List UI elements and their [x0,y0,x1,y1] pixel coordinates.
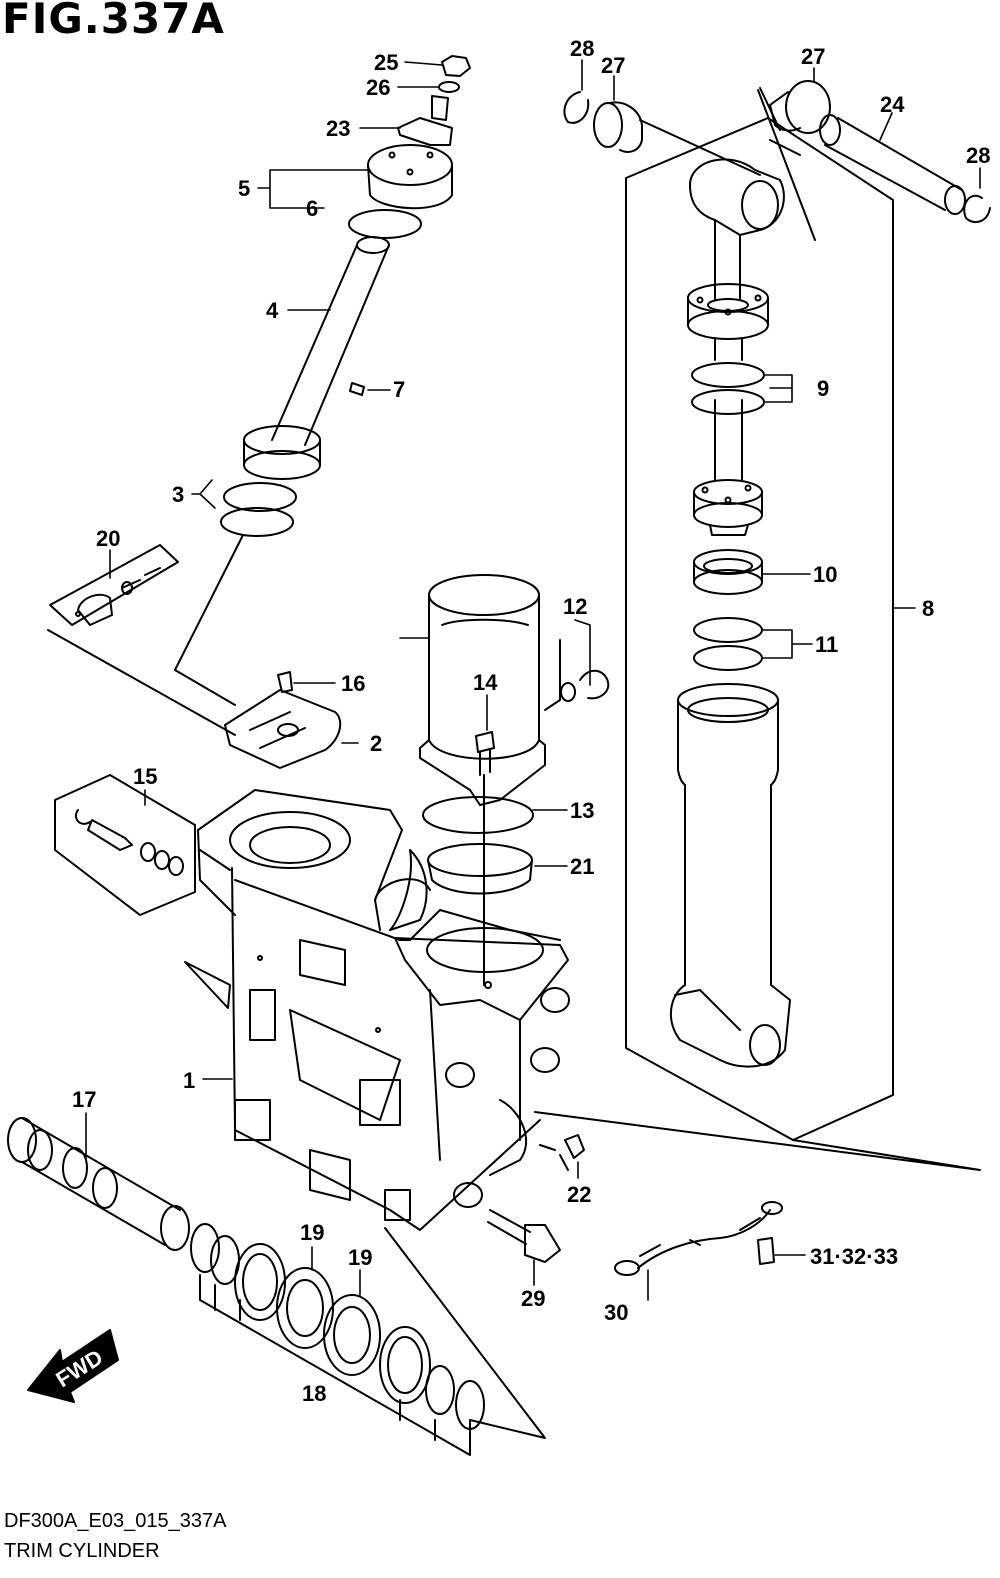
callout-5: 5 [238,176,250,201]
guide-line-20 [47,629,236,736]
guide-lines-top [639,87,816,241]
callout-4: 4 [266,298,279,323]
callout-3: 3 [172,482,184,507]
valve-20 [49,544,179,626]
o-ring-6 [348,209,422,239]
cylinder-tube-4 [271,236,390,446]
o-ring-13 [422,796,534,834]
callout-9: 9 [817,376,829,401]
guide-line-12 [544,639,561,711]
seal-10 [693,549,763,595]
piston-ring-set [243,425,321,480]
leader-lines [85,59,981,1301]
callout-24: 24 [880,92,905,117]
callout-21: 21 [570,854,594,879]
figure-title: FIG.337A [2,0,225,43]
callout-28b: 28 [966,143,990,168]
callout-31-32-33: 30 [604,1300,628,1325]
leader-lines-18 [214,1284,436,1441]
callout-8: 8 [922,596,934,621]
callout-16: 16 [341,671,365,696]
callout-6: 6 [306,196,318,221]
callout-13: 13 [570,798,594,823]
washer-26 [438,81,460,93]
ground-wire-31 [614,1201,783,1276]
callout-23: 23 [326,116,350,141]
callout-26: 26 [366,75,390,100]
bushings-18 [190,1223,485,1430]
cap-nut-25 [441,55,471,77]
callout-22: 22 [567,1182,591,1207]
callout-12: 12 [563,594,587,619]
plug-12 [560,669,610,702]
guide-line-3 [174,534,244,706]
assembly-8-boundary [625,117,894,1141]
o-rings-11 [693,617,763,671]
reservoir-30 [419,574,546,806]
callout-1: 1 [183,1068,195,1093]
callout-20: 20 [96,526,120,551]
guide-triangle-left [184,961,231,1009]
callout-27a: 27 [601,53,625,78]
guide-triangle-right [534,1111,981,1171]
bolt-22 [559,1134,585,1171]
bushing-27-left [593,101,643,153]
housing-1 [197,789,570,1231]
o-rings-3 [220,482,297,537]
callout-11: 11 [815,632,838,657]
valve-15 [54,774,196,916]
figure-subtitle: TRIM CYLINDER [4,1540,160,1562]
cylinder-body [669,683,791,1068]
seal-21 [427,843,533,895]
callout-25: 25 [374,50,398,75]
callout-34-35-36: 31·32·33 [810,1244,898,1269]
callout-17: 17 [72,1087,96,1112]
pin-7 [349,382,365,396]
callout-27b: 27 [801,44,825,69]
callout-19b: 19 [348,1245,372,1270]
callout-10: 10 [813,562,837,587]
callout-19a: 19 [300,1220,324,1245]
plate-23 [397,95,453,146]
cylinder-cap-5 [367,144,453,210]
circlip-28-left [563,91,590,124]
bolt-14 [475,731,495,776]
screw-16 [277,671,293,693]
washers-19 [276,1267,381,1376]
bushing-27-right [769,80,831,134]
shaft-17 [7,1117,190,1251]
callout-14: 14 [473,670,498,695]
callout-28a: 28 [570,36,594,61]
callout-15: 15 [133,764,157,789]
callout-7: 7 [393,377,405,402]
drawing-code: DF300A_E03_015_337A [4,1510,227,1532]
circlip-28-right [963,194,991,224]
o-rings-9 [691,362,765,415]
gasket-plate-2 [224,689,342,769]
tilt-rod-assembly [687,158,785,536]
callout-29: 29 [521,1286,545,1311]
callout-labels: 1 2 3 4 5 6 7 8 9 10 11 12 13 14 15 16 1… [72,36,990,1406]
fwd-arrow-icon [27,1329,119,1403]
screw-34 [757,1237,775,1265]
bolt-29 [487,1209,561,1263]
callout-2: 2 [370,731,382,756]
callout-18: 18 [302,1381,326,1406]
guide-triangle-bottom [199,1227,546,1456]
pin-24 [819,114,966,215]
